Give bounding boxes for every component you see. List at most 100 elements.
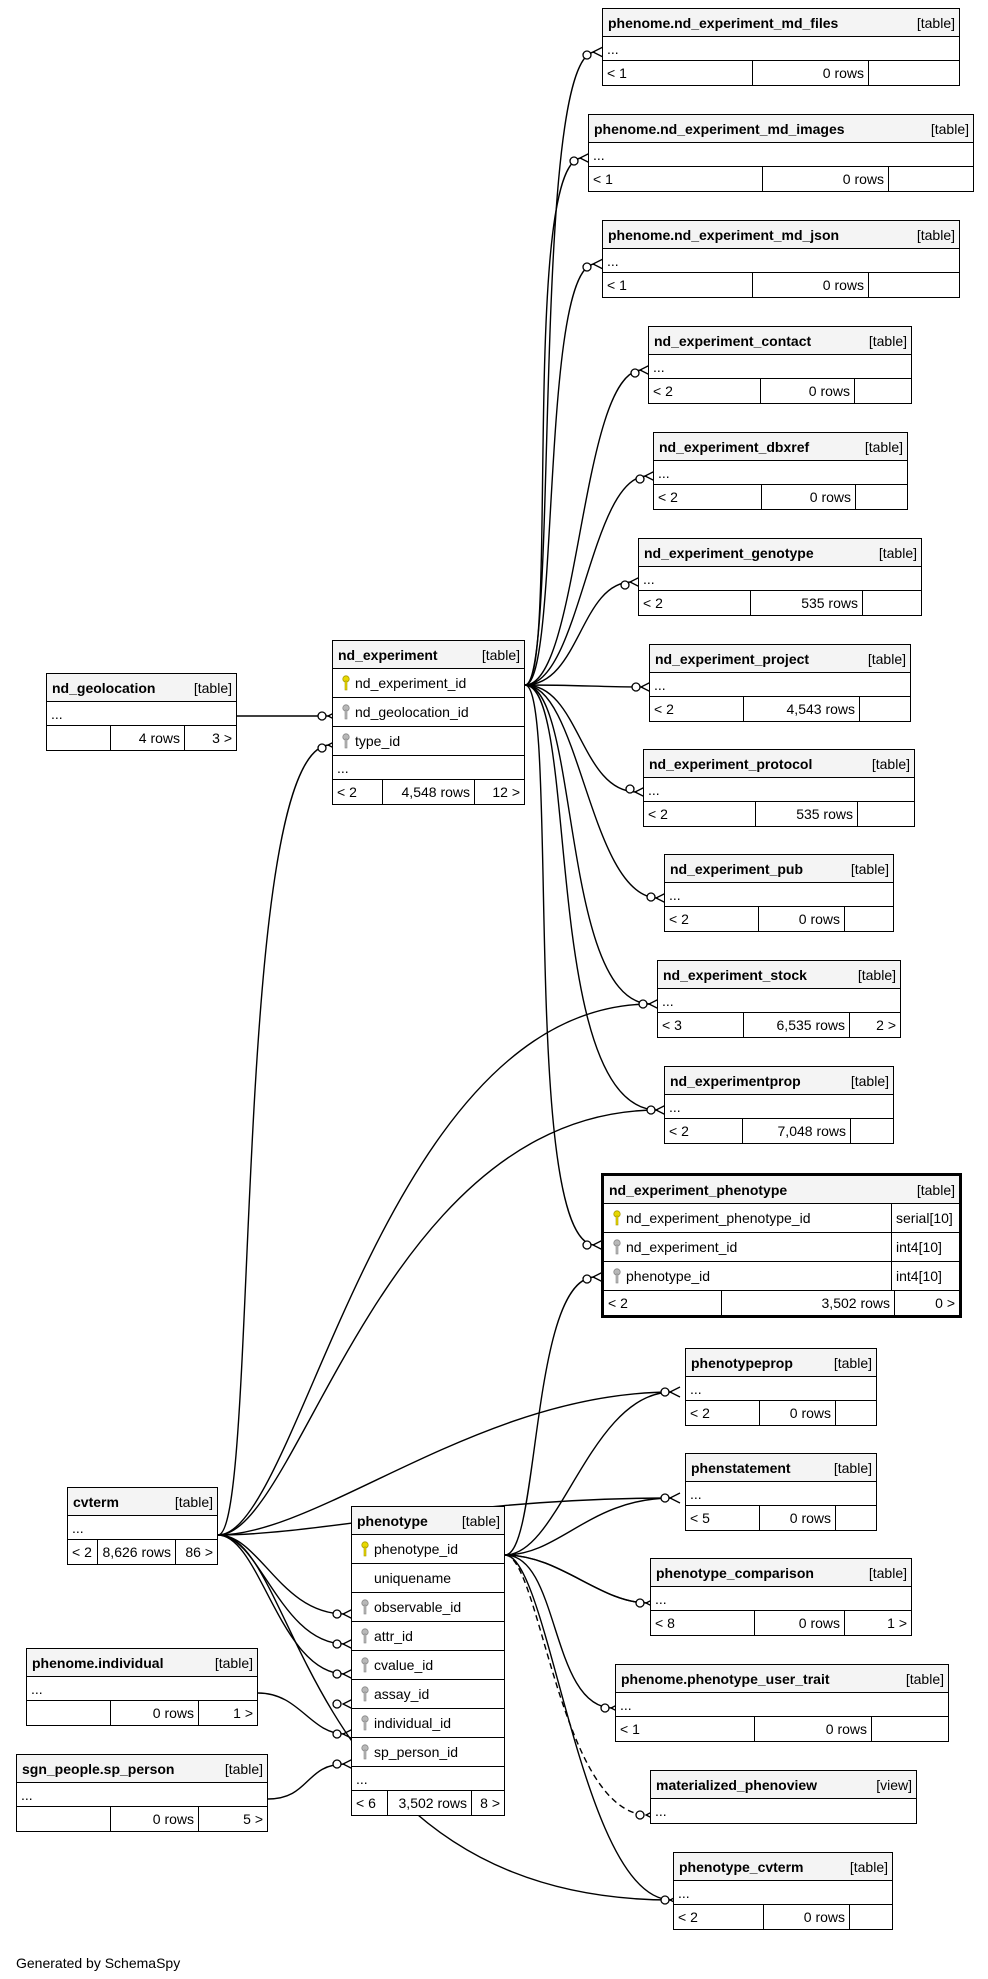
- column-name: type_id: [355, 733, 401, 749]
- table-name: nd_experiment_project: [655, 650, 810, 667]
- row-count: 0 rows: [761, 379, 855, 403]
- table-name: phenotype_comparison: [656, 1564, 814, 1581]
- table-name: nd_experiment: [338, 646, 438, 663]
- table-kind: [table]: [833, 1459, 872, 1476]
- relation-line: [217, 744, 331, 1536]
- primary-key-icon: [337, 675, 355, 691]
- row-count: 0 rows: [755, 1717, 872, 1741]
- child-count: [860, 697, 910, 721]
- table-phenotype-user-trait[interactable]: phenome.phenotype_user_trait[table] ... …: [615, 1664, 949, 1742]
- table-name: nd_experiment_phenotype: [609, 1181, 788, 1198]
- columns-ellipsis: ...: [21, 1786, 33, 1803]
- column-name: phenotype_id: [626, 1268, 711, 1284]
- relation-line: [217, 1534, 346, 1675]
- parent-count: < 1: [616, 1717, 755, 1741]
- table-kind: [table]: [864, 438, 903, 455]
- foreign-key-icon: [608, 1268, 626, 1284]
- child-count: [836, 1506, 876, 1530]
- table-nd-experiment-md-files[interactable]: phenome.nd_experiment_md_files[table] ..…: [602, 8, 960, 86]
- parent-count: < 2: [649, 379, 761, 403]
- row-count: 0 rows: [764, 1905, 850, 1929]
- foreign-key-icon: [356, 1628, 374, 1644]
- parent-count: < 5: [686, 1506, 760, 1530]
- primary-key-icon: [356, 1541, 374, 1557]
- relation-line: [524, 369, 643, 686]
- row-count: 0 rows: [759, 907, 845, 931]
- table-kind: [table]: [461, 1512, 500, 1529]
- child-count: [889, 167, 973, 191]
- child-count: 12 >: [492, 784, 520, 800]
- table-name: phenome.nd_experiment_md_images: [594, 120, 845, 137]
- row-count: 8,626 rows: [98, 1540, 176, 1564]
- child-count: [836, 1401, 876, 1425]
- table-name: nd_geolocation: [52, 679, 156, 696]
- child-count: 2 >: [876, 1017, 896, 1033]
- row-count: 3,502 rows: [388, 1791, 472, 1815]
- table-phenotype[interactable]: phenotype[table] phenotype_id uniquename…: [351, 1506, 505, 1816]
- child-count: [869, 273, 959, 297]
- parent-count: < 1: [603, 61, 753, 85]
- parent-count: < 1: [603, 273, 753, 297]
- table-name: phenome.nd_experiment_md_files: [608, 14, 839, 31]
- column-type: int4[10]: [891, 1233, 959, 1261]
- foreign-key-icon: [608, 1239, 626, 1255]
- table-kind: [table]: [174, 1493, 213, 1510]
- column-name: assay_id: [374, 1686, 430, 1702]
- table-nd-experiment-md-json[interactable]: phenome.nd_experiment_md_json[table] ...…: [602, 220, 960, 298]
- relation-line: [504, 1554, 614, 1709]
- table-name: nd_experiment_stock: [663, 966, 807, 983]
- columns-ellipsis: ...: [51, 705, 63, 722]
- relation-line: [524, 684, 659, 899]
- columns-ellipsis: ...: [607, 252, 619, 269]
- parent-count: < 2: [654, 485, 762, 509]
- table-name: sgn_people.sp_person: [22, 1760, 175, 1777]
- columns-ellipsis: ...: [669, 886, 681, 903]
- parent-count: < 2: [674, 1905, 764, 1929]
- relation-line: [504, 1554, 649, 1816]
- table-kind: [table]: [849, 1858, 888, 1875]
- relation-line: [524, 581, 633, 686]
- row-count: 4,548 rows: [383, 780, 475, 804]
- table-nd-experiment[interactable]: nd_experiment[table] nd_experiment_id nd…: [332, 640, 525, 805]
- child-count: 1 >: [233, 1705, 253, 1721]
- row-count: 0 rows: [753, 61, 869, 85]
- relation-line: [217, 1534, 346, 1615]
- parent-count: [17, 1807, 111, 1831]
- foreign-key-icon: [356, 1715, 374, 1731]
- relation-line: [524, 684, 659, 1111]
- foreign-key-icon: [356, 1686, 374, 1702]
- parent-count: < 3: [658, 1013, 744, 1037]
- table-kind: [table]: [481, 646, 520, 663]
- foreign-key-icon: [356, 1657, 374, 1673]
- table-nd-experiment-md-images[interactable]: phenome.nd_experiment_md_images[table] .…: [588, 114, 974, 192]
- relation-line: [524, 684, 644, 688]
- relation-line: [267, 1763, 346, 1800]
- row-count: 0 rows: [760, 1401, 836, 1425]
- column-name: nd_experiment_id: [355, 675, 467, 691]
- table-name: phenotype_cvterm: [679, 1858, 804, 1875]
- row-count: 0 rows: [111, 1807, 199, 1831]
- parent-count: < 2: [665, 907, 759, 931]
- column-name: phenotype_id: [374, 1541, 459, 1557]
- view-materialized-phenoview[interactable]: materialized_phenoview[view] ...: [650, 1770, 917, 1824]
- table-kind: [table]: [930, 120, 969, 137]
- row-count: 0 rows: [760, 1506, 836, 1530]
- child-count: [851, 1119, 893, 1143]
- table-nd-experiment-phenotype[interactable]: nd_experiment_phenotype[table] nd_experi…: [601, 1173, 962, 1318]
